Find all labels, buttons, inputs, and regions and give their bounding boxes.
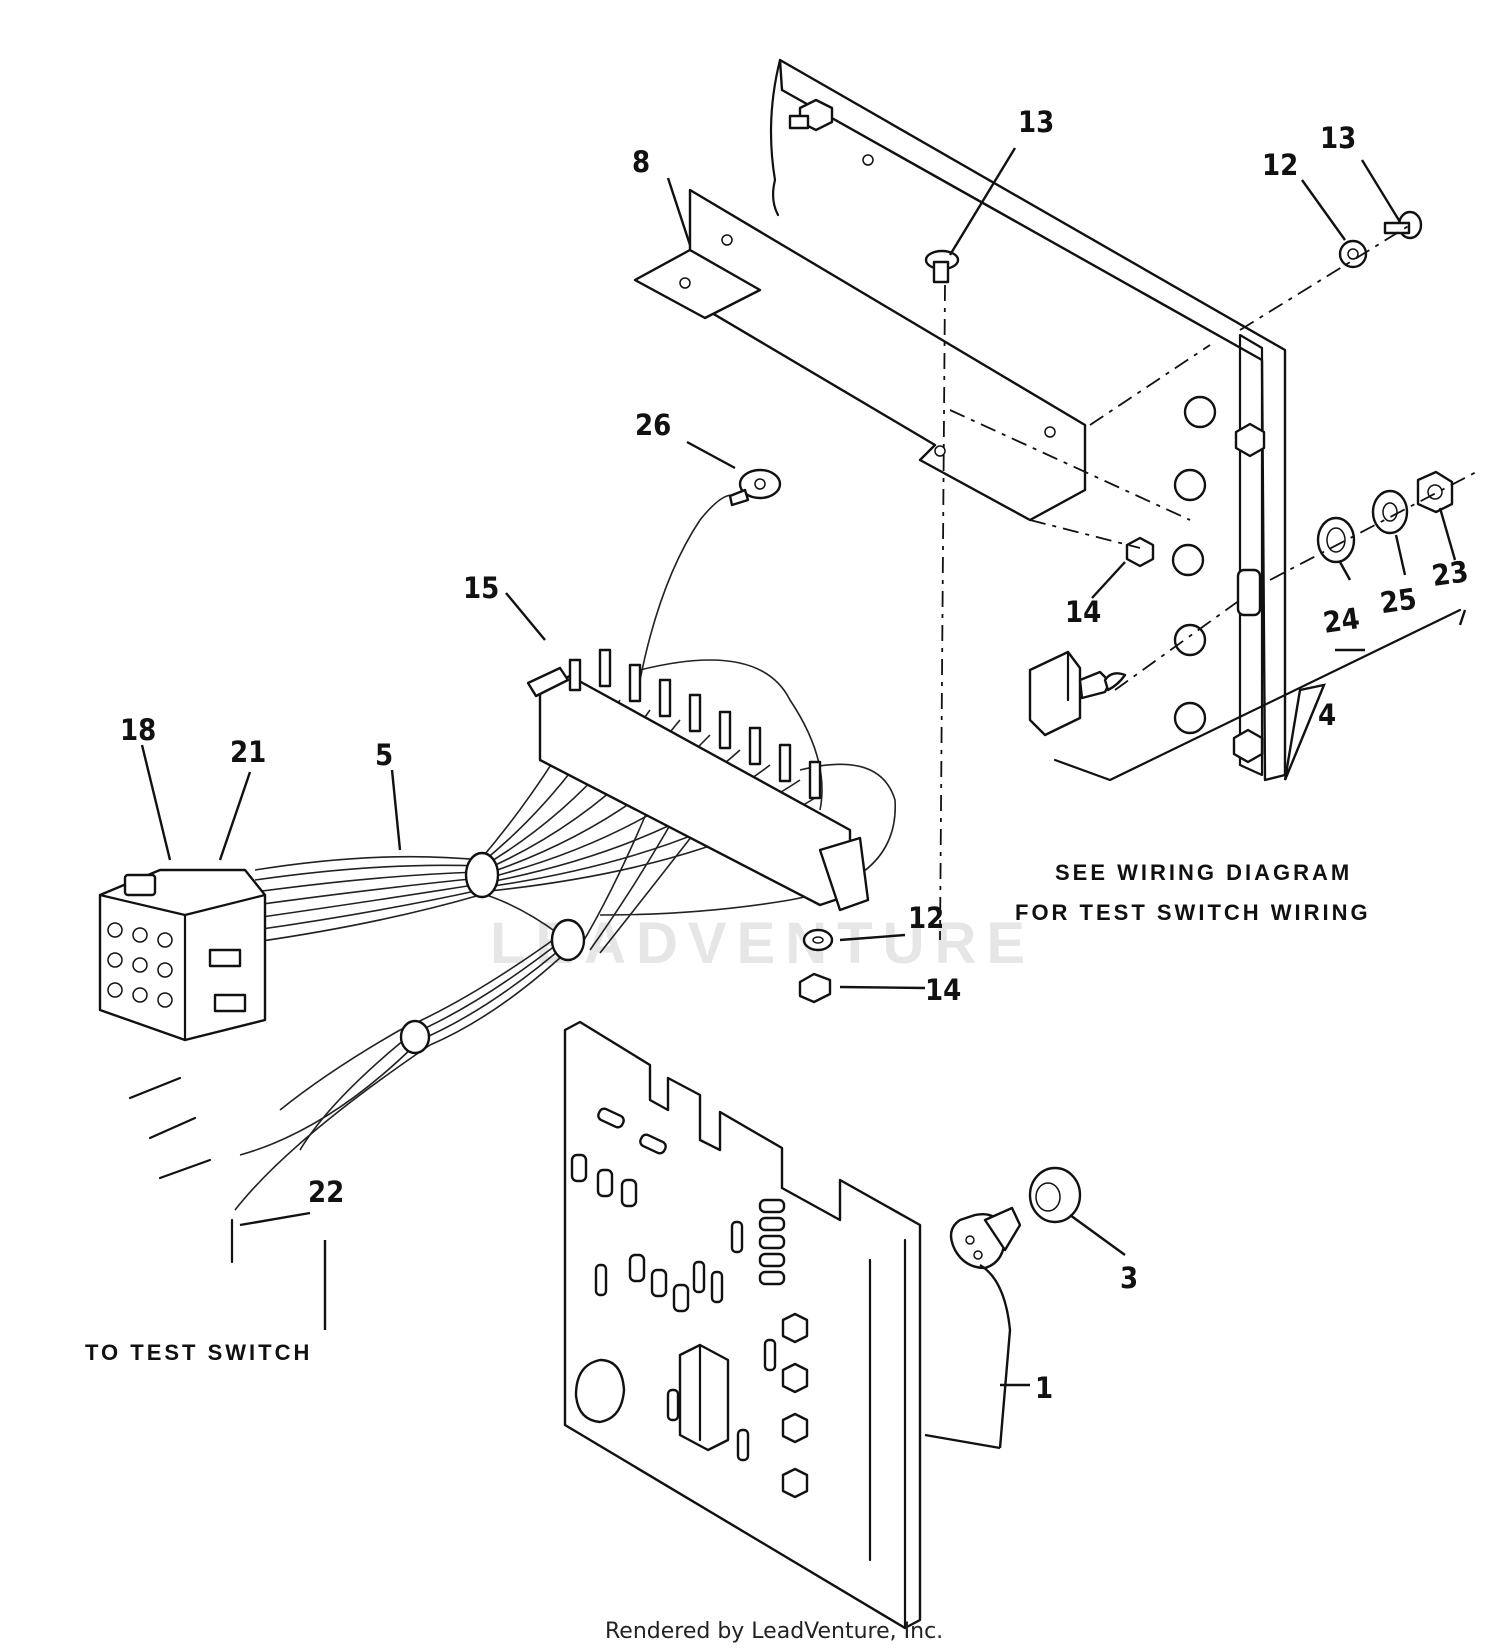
terminal-block-15 bbox=[526, 648, 870, 912]
nut-21 bbox=[1416, 470, 1454, 514]
bracket bbox=[633, 188, 1087, 522]
callout-5: 5 bbox=[375, 738, 393, 772]
grommet-3 bbox=[1028, 1166, 1082, 1224]
callout-15: 15 bbox=[463, 571, 499, 605]
nut-14-panel bbox=[1125, 536, 1155, 568]
footer-credit: Rendered by LeadVenture, Inc. bbox=[605, 1619, 943, 1644]
callout-13-right: 13 bbox=[1320, 121, 1356, 155]
callout-1: 1 bbox=[1035, 1371, 1053, 1405]
callout-4: 4 bbox=[1318, 698, 1336, 732]
note-wiring-line2: FOR TEST SWITCH WIRING bbox=[1015, 900, 1371, 925]
callout-12-bottom: 12 bbox=[908, 901, 944, 935]
toggle-switch bbox=[1028, 650, 1127, 737]
callout-14-bottom: 14 bbox=[925, 973, 961, 1007]
circuit-board bbox=[563, 1020, 922, 1630]
leader-lines bbox=[140, 147, 1467, 1450]
washer-22 bbox=[1316, 516, 1356, 564]
callout-3: 3 bbox=[1120, 1261, 1138, 1295]
callout-18: 22 bbox=[308, 1175, 344, 1209]
note-wiring-line1: SEE WIRING DIAGRAM bbox=[1055, 860, 1352, 885]
callout-12-right: 12 bbox=[1262, 148, 1298, 182]
callout-24: 18 bbox=[120, 713, 156, 747]
bushing-1 bbox=[949, 1206, 1022, 1270]
lockwasher-12-right bbox=[1338, 239, 1368, 269]
connector-24 bbox=[98, 868, 267, 1042]
callout-25: 21 bbox=[230, 735, 266, 769]
nut-14-bottom bbox=[798, 972, 832, 1004]
mounting-panel bbox=[769, 58, 1287, 782]
screw-13-center bbox=[924, 249, 960, 284]
callout-13-center: 13 bbox=[1018, 105, 1054, 139]
callout-22: 24 bbox=[1321, 601, 1362, 640]
note-test-switch: TO TEST SWITCH bbox=[85, 1340, 312, 1365]
callout-8: 8 bbox=[632, 145, 650, 179]
lockwasher-23 bbox=[1371, 489, 1409, 535]
lockwasher-12-bottom bbox=[802, 928, 834, 952]
panel-bolt-top bbox=[788, 98, 834, 132]
ring-terminal-26 bbox=[728, 468, 782, 507]
callout-23: 25 bbox=[1378, 581, 1419, 620]
callout-14-panel: 14 bbox=[1065, 595, 1101, 629]
callout-21: 23 bbox=[1430, 554, 1471, 593]
callout-26: 26 bbox=[635, 408, 671, 442]
screw-13-right bbox=[1383, 210, 1423, 240]
